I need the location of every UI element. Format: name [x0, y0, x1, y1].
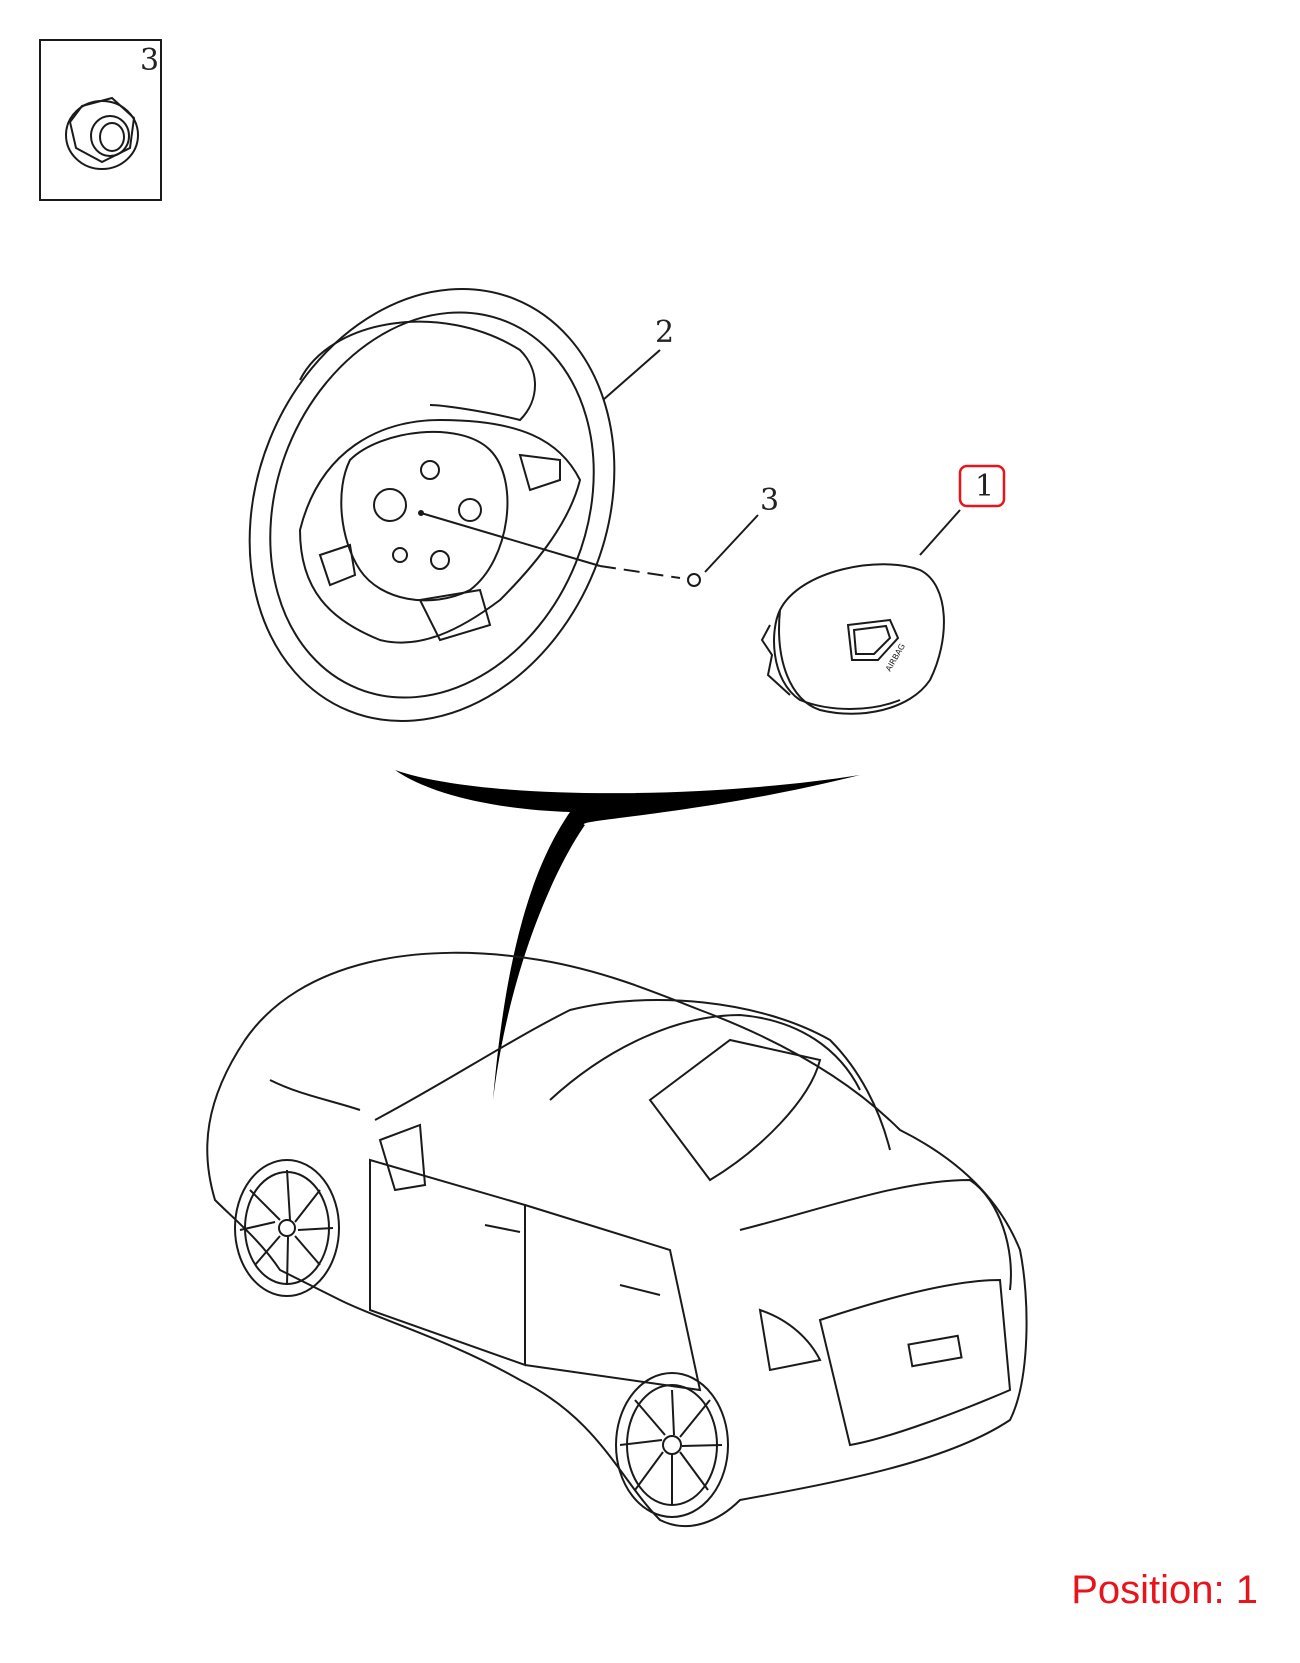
- vehicle: [206, 951, 1028, 1528]
- callout-1: 1: [975, 469, 994, 504]
- airbag-label: AIRBAG: [884, 642, 907, 673]
- callout-2: 2: [655, 315, 674, 350]
- callout-3: 3: [760, 483, 779, 518]
- leader-lines: [420, 349, 961, 579]
- position-label: Position: 1: [1071, 1568, 1258, 1612]
- inset-callout-3: 3: [140, 43, 159, 78]
- inset-nut-detail: 3: [39, 39, 162, 201]
- callout-1-highlight: [958, 464, 1006, 508]
- steering-wheel: [248, 287, 616, 723]
- hex-nut-icon: [65, 96, 139, 170]
- nut-part: [687, 573, 701, 587]
- airbag-module: [760, 563, 945, 715]
